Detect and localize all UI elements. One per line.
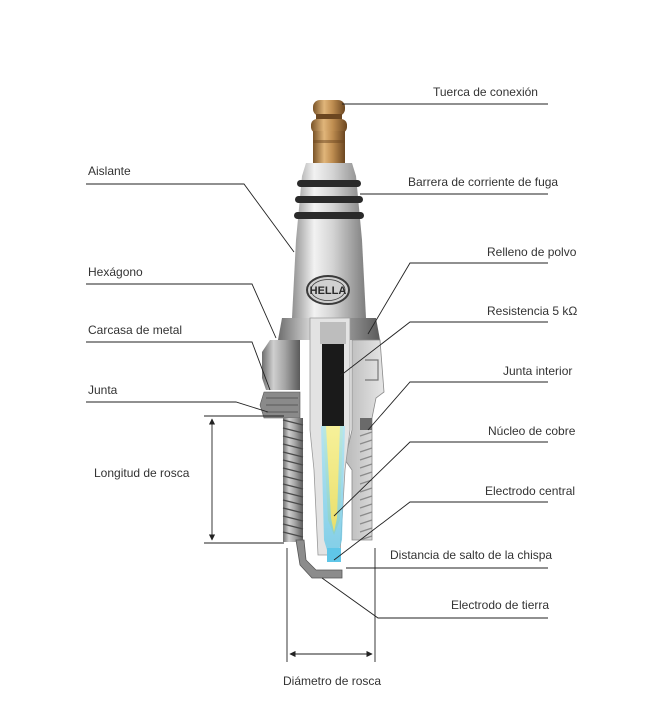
leader-aislante (86, 183, 295, 253)
label-resistencia: Resistencia 5 kΩ (487, 304, 577, 318)
resistor (322, 344, 344, 426)
label-barrera: Barrera de corriente de fuga (408, 175, 558, 189)
label-aislante: Aislante (88, 164, 131, 178)
terminal-nut (311, 100, 347, 163)
ground-electrode (295, 539, 343, 579)
leakage-ring-3 (294, 212, 364, 219)
label-longitud-de-rosca: Longitud de rosca (94, 466, 190, 480)
hella-logo: HELLA (306, 275, 350, 305)
label-nucleo-de-cobre: Núcleo de cobre (488, 424, 576, 438)
label-relleno-de-polvo: Relleno de polvo (487, 245, 577, 259)
label-carcasa-de-metal: Carcasa de metal (88, 323, 182, 337)
leader-lines (86, 103, 548, 619)
spark-plug-illustration: HELLA (259, 100, 385, 579)
powder-filling (320, 322, 346, 344)
leader-hexagono (86, 283, 277, 339)
leader-junta-interior (367, 381, 548, 431)
label-electrodo-central: Electrodo central (485, 484, 575, 498)
leader-carcasa (86, 341, 271, 391)
leader-resistencia (339, 321, 548, 377)
metal-shell (259, 318, 380, 542)
dimension-lines (204, 415, 376, 662)
leakage-ring-2 (295, 196, 363, 203)
leakage-ring-1 (297, 180, 361, 187)
label-junta: Junta (88, 383, 118, 397)
label-junta-interior: Junta interior (503, 364, 572, 378)
label-diametro-de-rosca: Diámetro de rosca (283, 674, 381, 688)
thread (282, 419, 304, 538)
labels: Tuerca de conexión Aislante Barrera de c… (88, 85, 577, 688)
label-electrodo-de-tierra: Electrodo de tierra (451, 598, 549, 612)
leader-nucleo (333, 441, 548, 517)
leader-electrodo-central (333, 501, 548, 561)
label-hexagono: Hexágono (88, 265, 143, 279)
label-tuerca-de-conexion: Tuerca de conexión (433, 85, 538, 99)
leader-relleno (367, 262, 548, 335)
label-distancia-de-salto: Distancia de salto de la chispa (390, 548, 552, 562)
insulator-inner (309, 317, 351, 562)
leader-electrodo-tierra (321, 577, 548, 619)
insulator: HELLA (292, 163, 366, 318)
leader-junta (86, 401, 269, 413)
shell-cutaway (344, 339, 385, 541)
logo-text: HELLA (310, 285, 347, 297)
